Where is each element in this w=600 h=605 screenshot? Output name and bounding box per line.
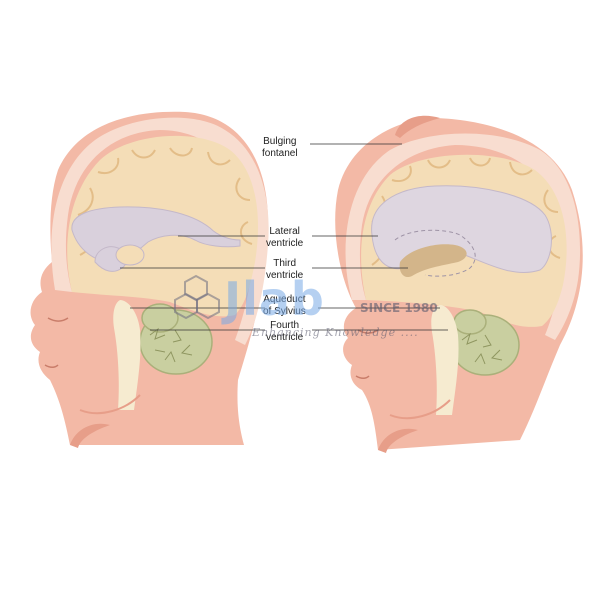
- leader-lines: [120, 143, 448, 331]
- normal-chin-shadow: [70, 423, 110, 448]
- label-aqueduct-of-sylvius: Aqueduct of Sylvius: [263, 294, 306, 317]
- label-fourth-ventricle: Fourth ventricle: [266, 320, 304, 343]
- watermark-tagline: Enhancing Knowledge ....: [252, 326, 419, 339]
- hydro-jaw-line: [389, 399, 451, 420]
- hydro-cerebellum-upper: [453, 309, 487, 335]
- watermark-brand: Jlab: [224, 272, 325, 326]
- label-third-ventricle: Third ventricle: [266, 258, 304, 281]
- normal-skull: [51, 117, 269, 345]
- normal-thalamus: [115, 244, 145, 266]
- normal-head: [30, 111, 269, 448]
- watermark-hex-logo: [174, 274, 220, 320]
- hydrocephalic-head: [335, 115, 583, 453]
- normal-cerebellum-upper: [141, 303, 179, 333]
- normal-jaw-line: [79, 394, 141, 415]
- hydro-mouth: [355, 375, 370, 379]
- hydro-cerebellum-folia: [461, 332, 503, 365]
- normal-brainstem: [113, 300, 141, 410]
- watermark-since: SINCE 1980: [360, 301, 438, 315]
- hydro-chin-shadow: [378, 428, 418, 453]
- hydro-eye: [357, 329, 379, 334]
- normal-mouth: [44, 364, 59, 368]
- hydro-ventricle-outline: [394, 229, 476, 277]
- hydro-third-ventricle: [399, 244, 467, 278]
- hydro-bulging-fontanel: [395, 115, 440, 138]
- label-bulging-fontanel: Bulging fontanel: [262, 136, 298, 159]
- hydro-skull: [345, 133, 581, 340]
- hydro-brainstem: [431, 305, 459, 415]
- normal-cerebellum-folia: [149, 327, 193, 363]
- label-lateral-ventricle: Lateral ventricle: [266, 226, 304, 249]
- normal-eye: [47, 317, 69, 322]
